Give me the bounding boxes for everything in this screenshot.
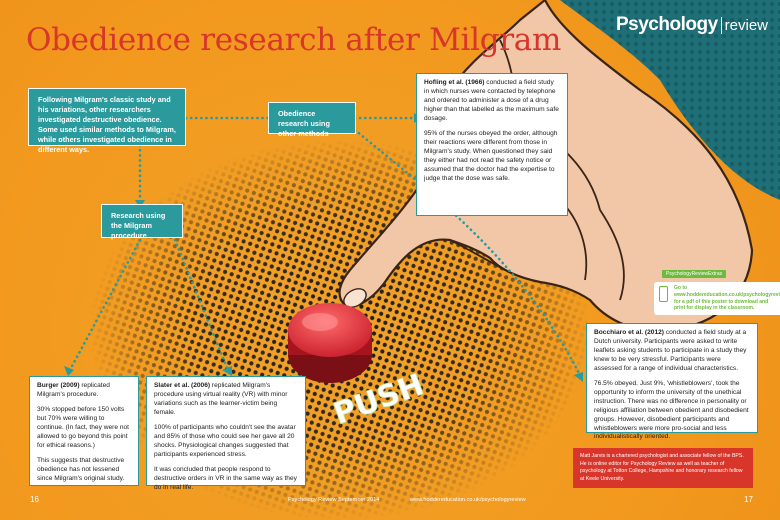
author-bio: Matt Jarvis is a chartered psychologist … bbox=[573, 448, 753, 489]
issue-label: Psychology Review September 2014 bbox=[288, 497, 380, 503]
tablet-icon bbox=[659, 286, 668, 302]
hofling-box: Hofling et al. (1966) conducted a field … bbox=[416, 73, 568, 216]
extras-link[interactable]: Go to www.hoddereducation.co.uk/psycholo… bbox=[674, 285, 780, 312]
other-methods-box: Obedience research using other methods bbox=[268, 102, 356, 138]
page-title: Obedience research after Milgram bbox=[26, 22, 562, 58]
extras-panel: PsychologyReviewExtras Go to www.hoddere… bbox=[654, 262, 780, 315]
page-number-right: 17 bbox=[744, 495, 753, 504]
push-button bbox=[288, 303, 372, 383]
connectors bbox=[68, 116, 582, 377]
extras-tag: PsychologyReviewExtras bbox=[662, 270, 727, 278]
website-link[interactable]: www.hoddereducation.co.uk/psychologyrevi… bbox=[410, 497, 526, 503]
burger-box: Burger (2009) replicated Milgram's proce… bbox=[29, 376, 139, 486]
intro-box: Following Milgram's classic study and hi… bbox=[28, 88, 186, 154]
page-number-left: 16 bbox=[30, 495, 39, 504]
milgram-procedure-box: Research using the Milgram procedure bbox=[101, 204, 183, 240]
slater-box: Slater et al. (2006) replicated Milgram'… bbox=[146, 376, 306, 491]
bocchiaro-box: Bocchiaro et al. (2012) conducted a fiel… bbox=[586, 323, 758, 440]
